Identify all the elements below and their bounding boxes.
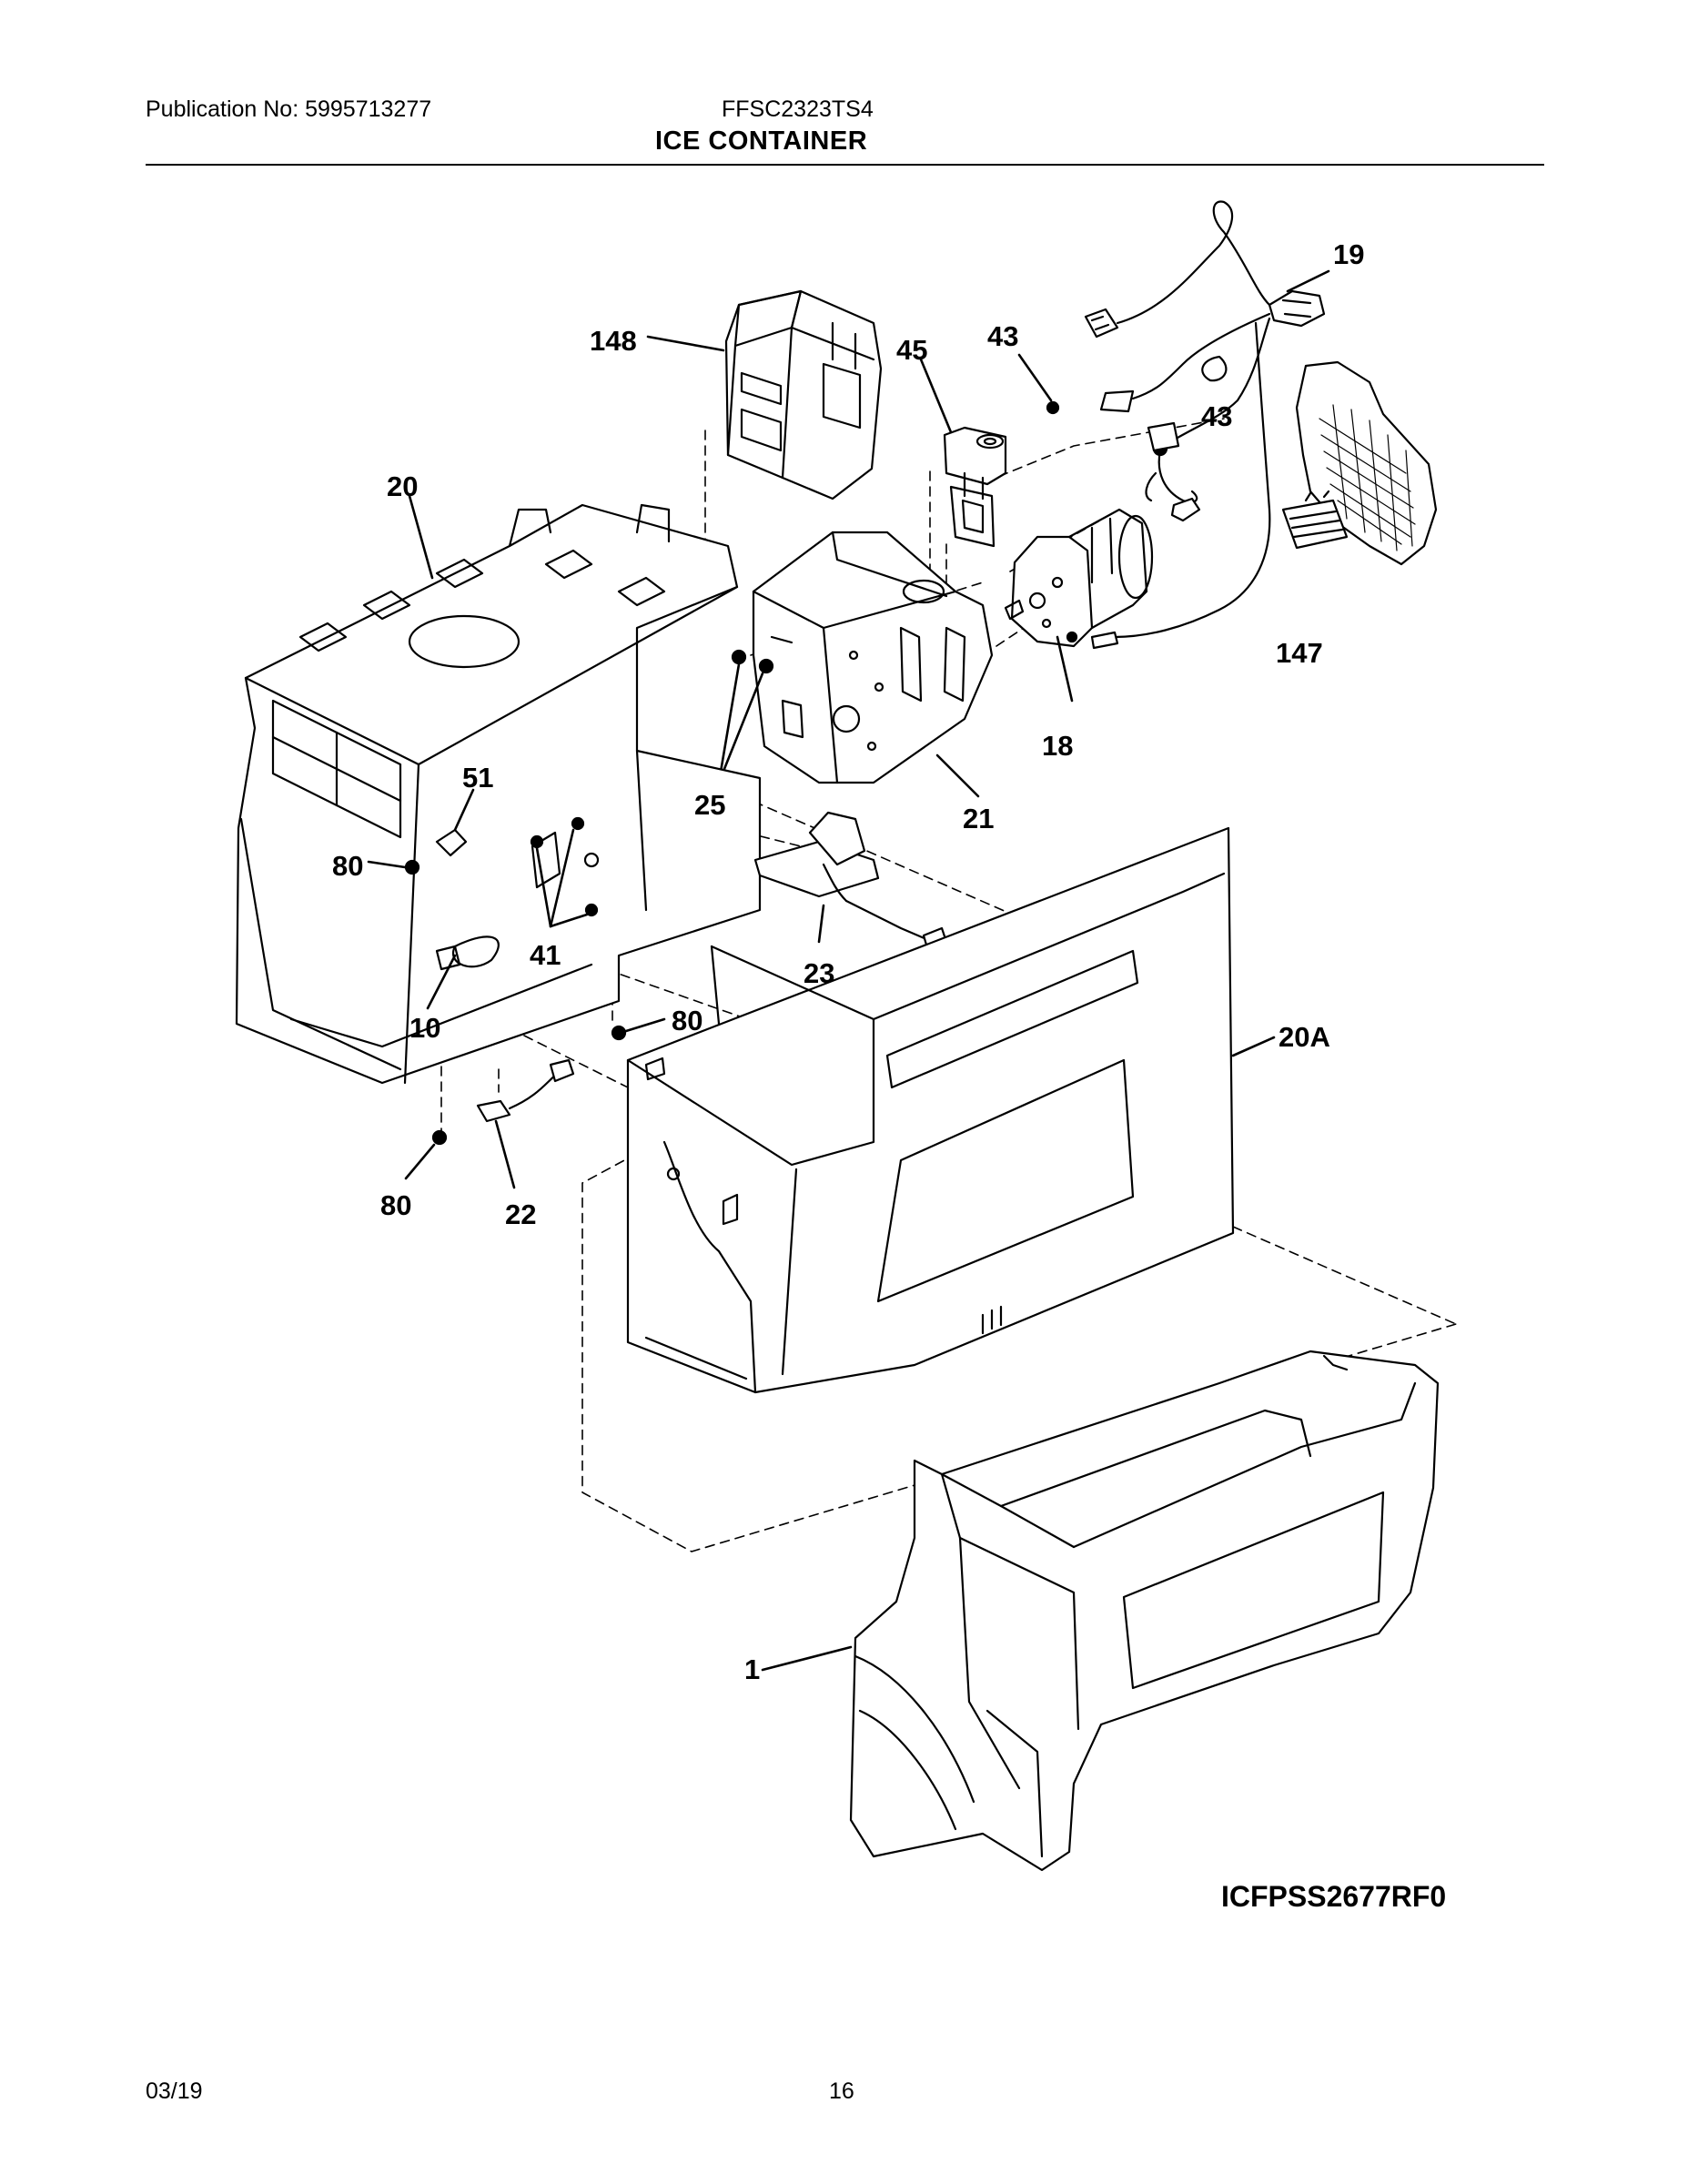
- part-51-clip: [435, 788, 475, 857]
- publication-number: Publication No: 5995713277: [146, 96, 432, 122]
- part-19-wire-harness: [1084, 200, 1330, 650]
- part-23-switch: [753, 811, 948, 953]
- part-18-auger-motor: [1004, 508, 1154, 703]
- model-number: FFSC2323TS4: [722, 96, 874, 122]
- part-41-screws: [530, 816, 599, 928]
- part-80-screws: [367, 859, 666, 1180]
- part-labels: 148 45 43 19 43 20 147 18 25 21 51 80 41…: [332, 238, 1446, 1913]
- label-18: 18: [1042, 730, 1073, 762]
- footer-date: 03/19: [146, 2078, 203, 2104]
- label-23: 23: [804, 957, 834, 989]
- label-80-left: 80: [332, 850, 363, 882]
- label-148: 148: [590, 325, 637, 357]
- part-22-sensor: [476, 1058, 575, 1189]
- part-25-screws: [717, 649, 774, 784]
- page-number: 16: [829, 2078, 854, 2104]
- part-21-auger-housing: [752, 531, 994, 798]
- leader-lines: [646, 335, 1053, 434]
- label-20: 20: [387, 470, 418, 502]
- part-1-ice-bucket: [761, 1350, 1440, 1872]
- header-rule: [146, 164, 1544, 166]
- part-20-frame: [235, 494, 762, 1085]
- label-43-top: 43: [987, 320, 1018, 352]
- label-20A: 20A: [1279, 1021, 1330, 1053]
- part-10-lever: [426, 954, 457, 1010]
- label-41: 41: [530, 939, 561, 971]
- part-147-grille: [1281, 360, 1438, 566]
- part-20A-front-housing: [626, 826, 1276, 1394]
- label-22: 22: [505, 1198, 536, 1230]
- label-80-middle: 80: [672, 1005, 702, 1036]
- label-43-right: 43: [1201, 400, 1232, 432]
- diagram-code: ICFPSS2677RF0: [1221, 1880, 1446, 1913]
- page-title: ICE CONTAINER: [655, 126, 868, 156]
- label-51: 51: [462, 762, 493, 794]
- label-147: 147: [1276, 637, 1323, 669]
- label-10: 10: [409, 1012, 440, 1044]
- label-1: 1: [744, 1653, 760, 1685]
- label-25: 25: [694, 789, 725, 821]
- label-19: 19: [1333, 238, 1364, 270]
- part-45-solenoid: [943, 426, 1007, 548]
- label-45: 45: [896, 334, 927, 366]
- label-21: 21: [963, 803, 994, 834]
- label-80-bottom: 80: [380, 1189, 411, 1221]
- part-148-duct-cover: [724, 289, 883, 500]
